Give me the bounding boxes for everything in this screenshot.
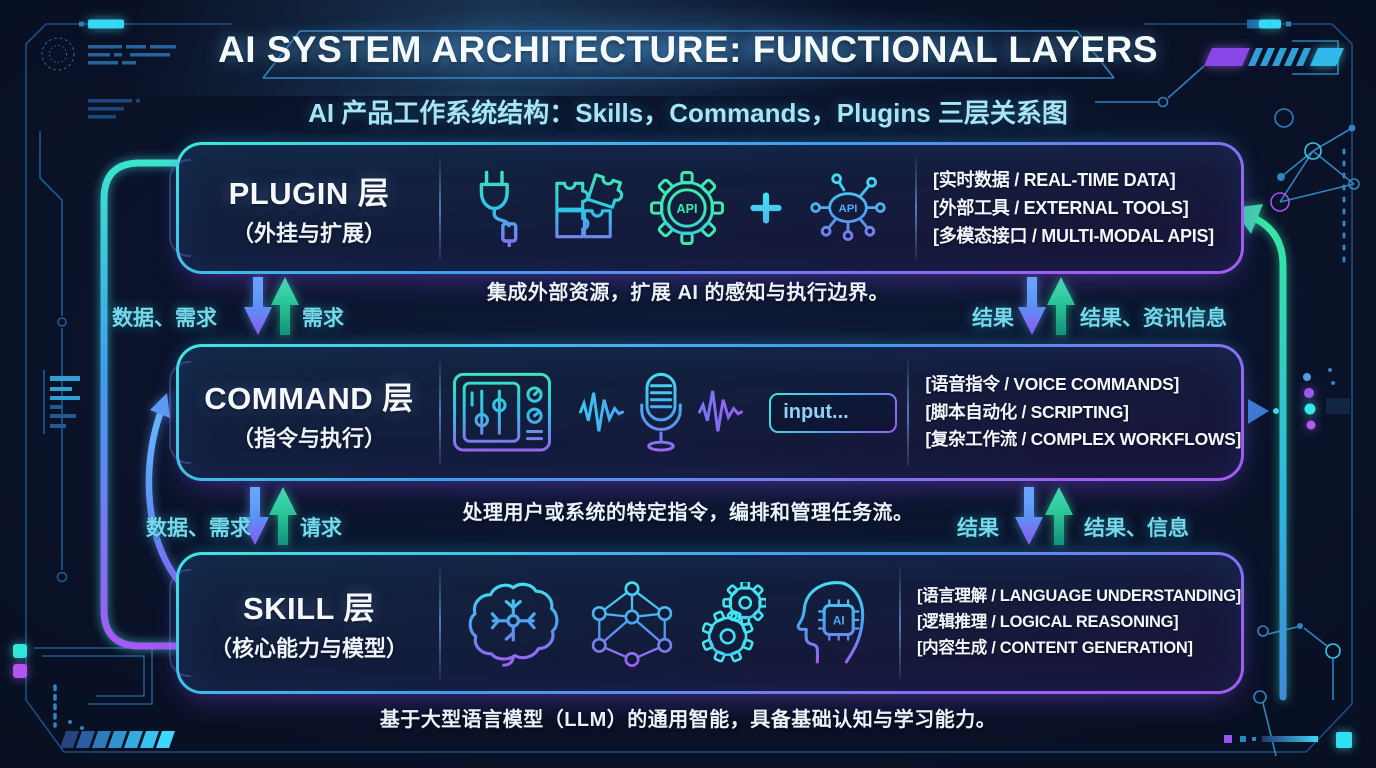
frame-glow-bar-right	[1259, 19, 1281, 29]
ai-chip-label: AI	[833, 614, 845, 628]
glow-square	[1336, 732, 1352, 748]
title-banner-lines	[262, 30, 1115, 79]
hud-progress-bar	[1095, 40, 1344, 128]
command-layer-card: COMMAND 层 （指令与执行）	[169, 344, 1244, 481]
plugin-icons: API API	[441, 169, 915, 248]
api-gear-label: API	[677, 202, 698, 216]
down-arrow	[241, 487, 269, 545]
left-data-bars	[50, 376, 80, 428]
frame-rects	[34, 647, 153, 705]
flow-label-down: 数据、需求	[112, 307, 217, 330]
divider	[439, 567, 441, 679]
puzzle-icon	[555, 172, 624, 238]
feature-item: [语言理解 / LANGUAGE UNDERSTANDING]	[916, 587, 1241, 606]
dial-icon	[41, 37, 75, 71]
flow-label-down: 结果	[972, 307, 1014, 330]
command-layer-label: COMMAND 层 （指令与执行）	[179, 373, 439, 453]
feature-item: [多模态接口 / MULTI-MODAL APIS]	[933, 226, 1214, 247]
neural-network-icon	[591, 580, 673, 667]
down-arrow	[1015, 487, 1043, 545]
brain-icon	[468, 582, 559, 667]
network-decoration-bottom-right	[1253, 623, 1341, 757]
left-loop-connector	[100, 159, 182, 650]
feature-item: [外部工具 / EXTERNAL TOOLS]	[933, 197, 1189, 218]
glow-dot-cyan	[13, 644, 27, 658]
divider	[439, 157, 441, 259]
plug-icon	[479, 170, 518, 248]
plugin-layer-label: PLUGIN 层 （外挂与扩展）	[179, 168, 439, 248]
skill-feature-list: [语言理解 / LANGUAGE UNDERSTANDING] [逻辑推理 / …	[901, 584, 1241, 662]
api-gear-icon: API	[649, 170, 725, 246]
layer-caption-command: 处理用户或系统的特定指令，编排和管理任务流。	[462, 502, 914, 524]
ai-head-icon: AI	[796, 581, 865, 664]
flow-label-down: 数据、需求	[146, 517, 251, 540]
divider	[907, 359, 910, 466]
network-decoration-top-right	[1270, 124, 1360, 212]
flow-label-up: 结果、信息	[1084, 517, 1189, 540]
up-arrow	[269, 487, 297, 545]
flow-label-up: 结果、资讯信息	[1080, 307, 1227, 330]
feature-item: [内容生成 / CONTENT GENERATION]	[916, 638, 1193, 657]
flow-label-up: 需求	[302, 307, 344, 330]
skill-layer-card: SKILL 层 （核心能力与模型）	[169, 552, 1244, 694]
layer-subtitle: （指令与执行）	[231, 425, 386, 451]
feature-item: [实时数据 / REAL-TIME DATA]	[933, 169, 1176, 190]
control-panel-icon	[453, 373, 552, 452]
flow-label-down: 结果	[957, 517, 999, 540]
down-arrow	[1018, 277, 1046, 335]
down-arrow	[244, 277, 272, 335]
up-arrow	[1045, 487, 1073, 545]
command-feature-list: [语音指令 / VOICE COMMANDS] [脚本自动化 / SCRIPTI…	[909, 371, 1241, 453]
triangle-pointer	[1248, 399, 1269, 424]
layer-subtitle: （核心能力与模型）	[209, 636, 408, 661]
right-flow-connector	[1252, 215, 1287, 701]
input-field-illustration: input...	[769, 393, 897, 433]
skill-icons: AI	[441, 579, 899, 668]
layer-subtitle: （外挂与扩展）	[231, 221, 386, 246]
input-text: input...	[783, 401, 849, 423]
feature-item: [复杂工作流 / COMPLEX WORKFLOWS]	[925, 429, 1241, 450]
voice-waveform-mic-icon	[579, 372, 744, 452]
feature-item: [脚本自动化 / SCRIPTING]	[925, 401, 1129, 422]
page-title: AI SYSTEM ARCHITECTURE: FUNCTIONAL LAYER…	[217, 29, 1159, 70]
hud-frame	[25, 23, 1353, 753]
layer-name: PLUGIN 层	[228, 176, 390, 211]
feature-item: [逻辑推理 / LOGICAL REASONING]	[916, 613, 1179, 632]
left-inner-arrowhead	[150, 393, 170, 418]
api-network-label: API	[839, 203, 858, 215]
feature-item: [语音指令 / VOICE COMMANDS]	[925, 374, 1180, 395]
frame-glow-bar-left	[88, 19, 124, 29]
command-icons: input...	[441, 370, 907, 456]
skill-layer-label: SKILL 层 （核心能力与模型）	[179, 583, 439, 663]
plus-icon	[750, 192, 782, 224]
up-arrow	[271, 277, 299, 335]
gears-icon	[701, 582, 766, 663]
plugin-layer-card: PLUGIN 层 （外挂与扩展）	[169, 142, 1244, 274]
divider	[898, 567, 901, 679]
divider	[439, 359, 441, 466]
plugin-feature-list: [实时数据 / REAL-TIME DATA] [外部工具 / EXTERNAL…	[917, 166, 1241, 251]
layer-caption-skill: 基于大型语言模型（LLM）的通用智能，具备基础认知与学习能力。	[379, 709, 997, 731]
flow-label-up: 请求	[300, 517, 342, 540]
segment-bar	[60, 731, 175, 748]
glow-dot-purple	[13, 664, 27, 678]
layer-name: COMMAND 层	[204, 380, 414, 416]
layer-caption-plugin: 集成外部资源，扩展 AI 的感知与执行边界。	[486, 282, 890, 304]
layer-name: SKILL 层	[242, 591, 376, 626]
api-network-icon: API	[810, 173, 886, 242]
page-subtitle: AI 产品工作系统结构：Skills，Commands，Plugins 三层关系…	[308, 98, 1068, 128]
up-arrow	[1047, 277, 1075, 335]
hud-data-bars	[88, 45, 176, 119]
divider	[915, 157, 917, 259]
left-circuit	[39, 131, 68, 583]
